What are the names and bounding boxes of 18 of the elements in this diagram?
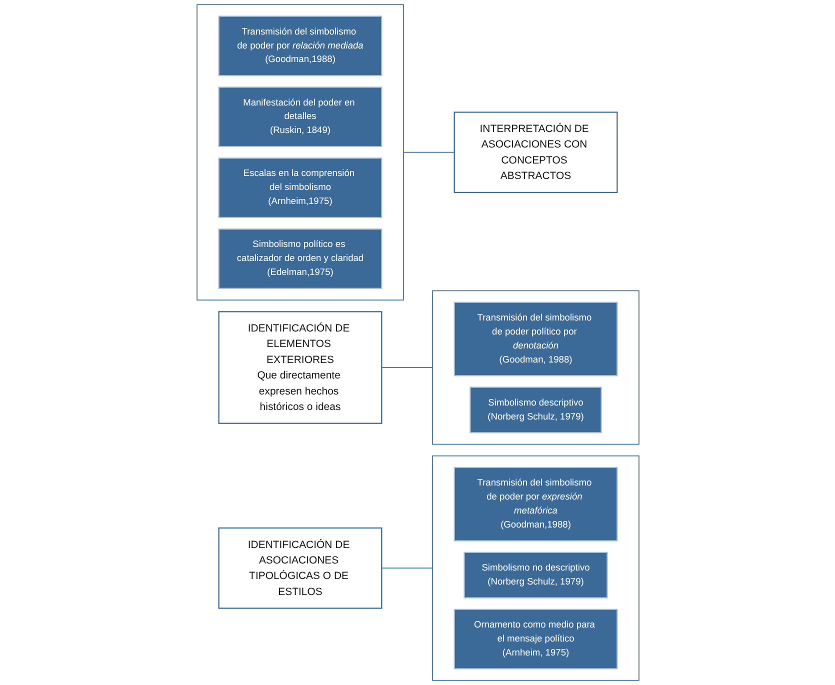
cluster — [432, 290, 639, 445]
node-box: Manifestación del poder en detalles (Ruskin, 1849) — [218, 86, 382, 148]
node-box: INTERPRETACIÓN DE ASOCIACIONES CON CONCEPTOS ABSTRACTOS — [453, 112, 618, 194]
node-box: Transmisión del simbolismo de poder por relación mediada (Goodman,1988) — [218, 16, 382, 76]
node-box: Transmisión del simbolismo de poder político por denotación (Goodman, 1988) — [453, 302, 618, 376]
node-box: Simbolismo descriptivo (Norberg Schulz, 1979) — [469, 386, 602, 434]
node-box: Escalas en la comprensión del simbolismo (Arnheim,1975) — [218, 158, 382, 218]
cluster — [432, 455, 639, 681]
connector — [380, 367, 432, 368]
connector — [402, 152, 454, 153]
connector — [380, 568, 432, 569]
node-box: Simbolismo no descriptivo (Norberg Schulz, 1979) — [463, 552, 608, 598]
node-box: IDENTIFICACIÓN DE ELEMENTOS EXTERIORES Que directamente expresen hechos históricos o ideas — [218, 311, 382, 424]
cluster — [196, 4, 404, 300]
node-box: IDENTIFICACIÓN DE ASOCIACIONES TIPOLÓGICAS O DE ESTILOS — [218, 527, 382, 609]
node-box: Ornamento como medio para el mensaje político (Arnheim, 1975) — [453, 608, 618, 670]
node-box: Transmisión del simbolismo de poder por expresión metafórica (Goodman,1988) — [453, 466, 618, 542]
node-box: Simbolismo político es catalizador de orden y claridad (Edelman,1975) — [218, 228, 382, 289]
